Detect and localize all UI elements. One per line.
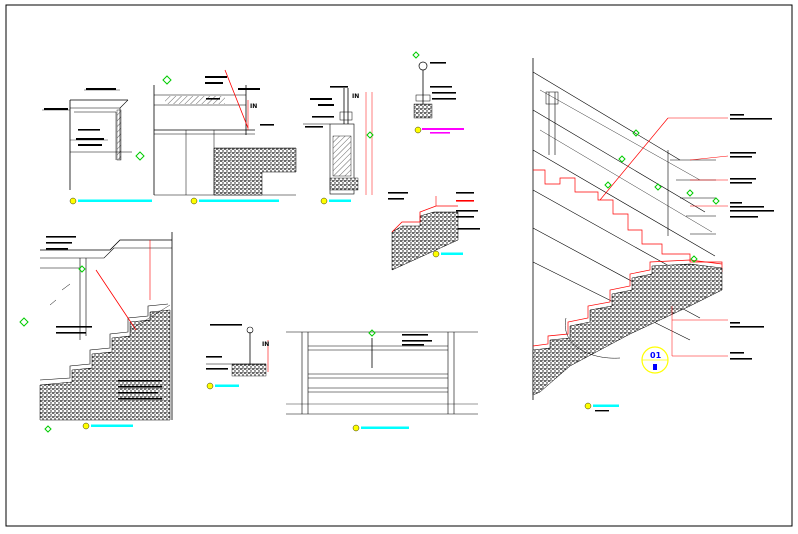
detail-baluster-fixing: [412, 51, 464, 134]
detail-main-stair-elevation: 01: [532, 58, 774, 412]
detail-1-marker-icon: [69, 197, 77, 205]
in-label-small: IN: [262, 341, 269, 348]
detail-post-base: IN: [206, 324, 269, 390]
detail-9-marker-icon: [584, 402, 592, 410]
detail-8-title-bar: [361, 426, 409, 429]
detail-stair-elevation-left: [19, 232, 173, 433]
detail-2-title-bar: [199, 199, 279, 202]
detail-4-title-tag: [422, 128, 464, 130]
detail-number-label: 01: [650, 351, 662, 360]
detail-step-nosing: [388, 192, 480, 271]
detail-landing-section: IN: [153, 69, 297, 205]
detail-rail-plan: [286, 329, 478, 432]
detail-3-marker-icon: [320, 197, 328, 205]
sheet-border: [5, 4, 793, 527]
in-label-upper: IN: [250, 103, 257, 110]
detail-balustrade-base: IN: [303, 86, 374, 205]
detail-5-title-bar: [441, 252, 463, 255]
detail-7-marker-icon: [206, 382, 214, 390]
detail-wall-corner: [42, 88, 152, 205]
detail-2-marker-icon: [190, 197, 198, 205]
detail-7-title-bar: [215, 384, 239, 387]
detail-3-title-bar: [329, 199, 351, 202]
detail-6-title-bar: [91, 424, 133, 427]
detail-5-marker-icon: [432, 250, 440, 258]
detail-9-title-bar: [593, 404, 619, 407]
detail-8-marker-icon: [352, 424, 360, 432]
detail-6-marker-icon: [82, 422, 90, 430]
detail-4-marker-icon: [414, 126, 422, 134]
detail-1-title-bar: [78, 199, 152, 202]
in-label-middle: IN: [352, 93, 359, 100]
